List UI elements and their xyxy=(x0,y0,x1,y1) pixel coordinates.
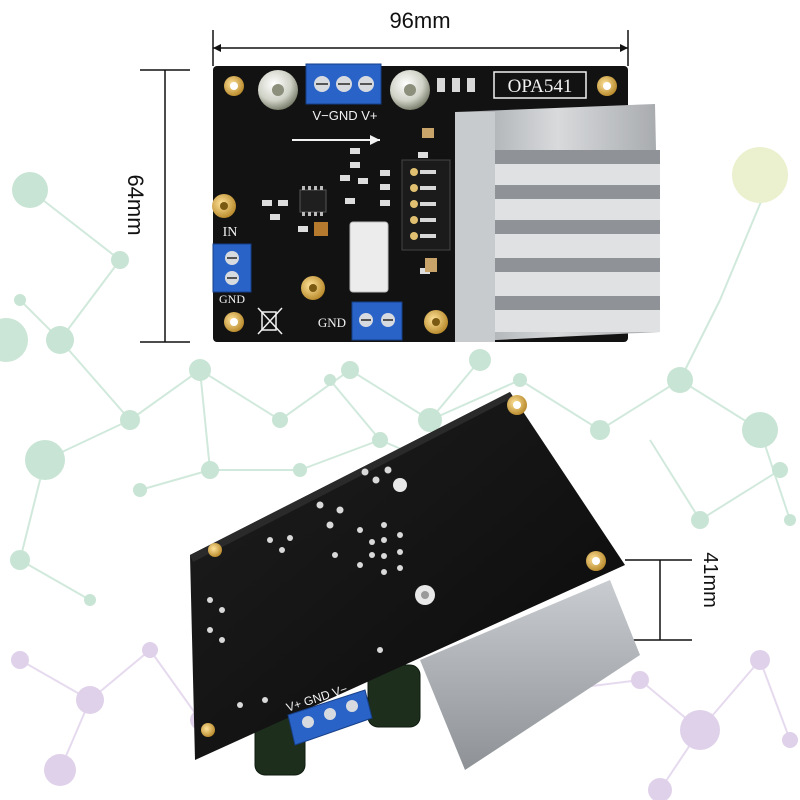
sma-connector-icon xyxy=(212,194,448,334)
smd-component-icon xyxy=(262,128,437,274)
heatsink-icon xyxy=(455,104,660,342)
top-board: V−GND V+ OPA541 xyxy=(212,63,660,342)
mount-hole-icon xyxy=(201,395,606,737)
mount-hole-icon xyxy=(224,76,617,332)
depth-dimension: 41mm xyxy=(625,552,721,641)
input-ground-label: GND xyxy=(219,292,245,306)
pcb-bottom xyxy=(190,392,625,760)
height-dimension: 64mm xyxy=(123,69,190,343)
amplifier-pins-icon xyxy=(401,159,451,251)
weee-bin-icon xyxy=(257,307,283,335)
width-label: 96mm xyxy=(389,8,450,33)
capacitor-icon xyxy=(258,70,430,110)
output-terminal-icon xyxy=(351,301,403,341)
output-ground-label: GND xyxy=(318,315,346,330)
ic-chip-icon xyxy=(299,186,327,216)
solder-joint-icon xyxy=(207,466,403,708)
power-label: V−GND V+ xyxy=(312,108,377,123)
resistor-icon xyxy=(349,221,389,293)
bottom-board: V+ GND V− xyxy=(190,392,640,776)
smd-component-icon xyxy=(437,78,475,92)
chip-label: OPA541 xyxy=(508,76,573,97)
background-network xyxy=(0,147,798,800)
height-label: 64mm xyxy=(123,174,148,235)
power-terminal-icon xyxy=(305,63,382,105)
depth-label: 41mm xyxy=(699,552,721,608)
input-label: IN xyxy=(223,225,238,240)
width-dimension: 96mm xyxy=(212,8,629,66)
power-terminal-icon xyxy=(287,689,373,746)
input-terminal-icon xyxy=(212,243,252,293)
heatsink-underside-icon xyxy=(420,580,640,770)
